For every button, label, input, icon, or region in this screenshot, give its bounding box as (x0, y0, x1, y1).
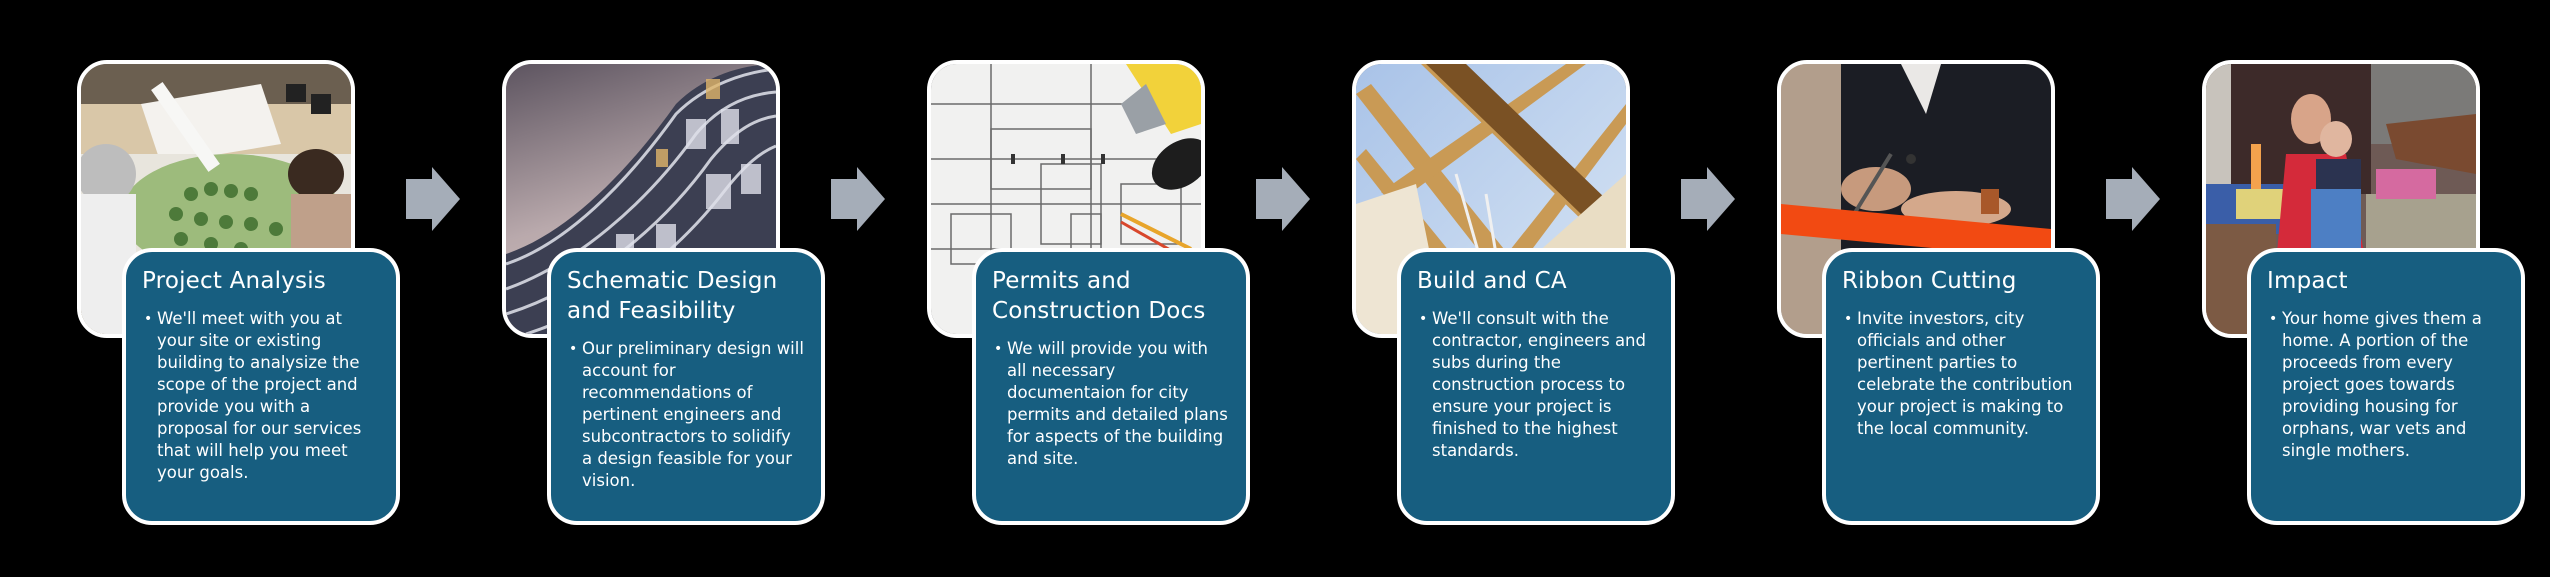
step-bullet-text: Our preliminary design will account for … (582, 339, 804, 490)
step-card: Impact •Your home gives them a home. A p… (2247, 248, 2525, 525)
arrow-right-icon (831, 167, 885, 231)
step-bullet-text: Invite investors, city officials and oth… (1857, 309, 2073, 438)
bullet-icon: • (1419, 311, 1428, 327)
step-bullets: •Your home gives them a home. A portion … (2267, 308, 2505, 462)
step-card: Permits and Construction Docs •We will p… (972, 248, 1250, 525)
step-bullet-text: Your home gives them a home. A portion o… (2282, 309, 2482, 460)
step-build-and-ca: Build and CA •We'll consult with the con… (1352, 0, 1777, 577)
step-bullets: •We'll consult with the contractor, engi… (1417, 308, 1655, 462)
step-bullet-item: •Your home gives them a home. A portion … (2267, 308, 2505, 462)
step-bullets: •Our preliminary design will account for… (567, 338, 805, 492)
step-title: Ribbon Cutting (1842, 268, 2017, 294)
step-bullets: •We will provide you with all necessary … (992, 338, 1230, 470)
step-impact: Impact •Your home gives them a home. A p… (2202, 0, 2550, 577)
step-title: Permits and Construction Docs (992, 268, 1206, 324)
step-bullet-item: •We will provide you with all necessary … (992, 338, 1230, 470)
step-schematic-design: Schematic Design and Feasibility •Our pr… (502, 0, 927, 577)
step-title: Impact (2267, 268, 2348, 294)
bullet-icon: • (1844, 311, 1853, 327)
bullet-icon: • (144, 311, 153, 327)
bullet-icon: • (994, 341, 1003, 357)
step-bullet-item: •Our preliminary design will account for… (567, 338, 805, 492)
arrow-right-icon (406, 167, 460, 231)
step-bullet-item: •We'll consult with the contractor, engi… (1417, 308, 1655, 462)
step-card: Ribbon Cutting •Invite investors, city o… (1822, 248, 2100, 525)
step-bullet-item: •Invite investors, city officials and ot… (1842, 308, 2080, 440)
step-bullet-item: •We'll meet with you at your site or exi… (142, 308, 380, 484)
step-permits: Permits and Construction Docs •We will p… (927, 0, 1352, 577)
arrow-right-icon (1256, 167, 1310, 231)
bullet-icon: • (569, 341, 578, 357)
step-title: Project Analysis (142, 268, 326, 294)
bullet-icon: • (2269, 311, 2278, 327)
step-title: Build and CA (1417, 268, 1567, 294)
step-bullet-text: We'll meet with you at your site or exis… (157, 309, 362, 482)
step-title: Schematic Design and Feasibility (567, 268, 778, 324)
step-bullet-text: We'll consult with the contractor, engin… (1432, 309, 1646, 460)
step-card: Project Analysis •We'll meet with you at… (122, 248, 400, 525)
step-bullets: •We'll meet with you at your site or exi… (142, 308, 380, 484)
step-ribbon-cutting: Ribbon Cutting •Invite investors, city o… (1777, 0, 2202, 577)
arrow-right-icon (1681, 167, 1735, 231)
arrow-right-icon (2106, 167, 2160, 231)
step-project-analysis: Project Analysis •We'll meet with you at… (77, 0, 502, 577)
step-card: Schematic Design and Feasibility •Our pr… (547, 248, 825, 525)
step-bullet-text: We will provide you with all necessary d… (1007, 339, 1228, 468)
step-bullets: •Invite investors, city officials and ot… (1842, 308, 2080, 440)
step-card: Build and CA •We'll consult with the con… (1397, 248, 1675, 525)
